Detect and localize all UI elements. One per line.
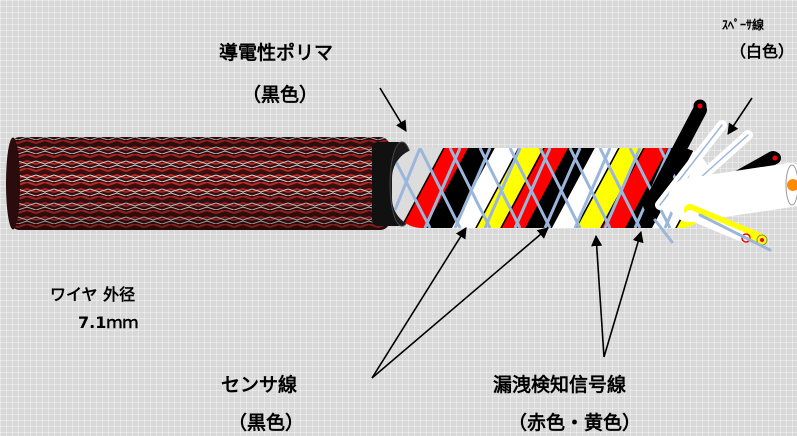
label-conductive-polymer-color: （黒色） <box>242 84 319 106</box>
white-core <box>668 163 797 222</box>
helix-band-black-1 <box>423 148 497 228</box>
arrow-sensor-wire-2 <box>371 227 549 379</box>
arrow-sensor-wire-1 <box>371 227 467 379</box>
label-spacer-wire: ｽﾍﾟｰｻ線 <box>722 18 765 32</box>
label-wire-outer-diameter: ワイヤ 外径 <box>50 285 136 304</box>
arrow-spacer-wire <box>727 97 753 135</box>
label-spacer-wire-color: （白色） <box>730 42 795 61</box>
label-wire-outer-diameter-value: 7.1ｍｍ <box>78 313 139 332</box>
spacer-wire-end-2 <box>698 213 772 252</box>
arrow-conductive-polymer <box>379 87 407 132</box>
helix-band-yellow-2 <box>573 148 647 228</box>
arrow-leak-wire-1 <box>591 234 605 358</box>
label-leak-signal-wire: 漏洩検知信号線 <box>493 374 627 396</box>
sheath-end-cap <box>6 137 20 230</box>
arrow-leak-wire-2 <box>603 230 644 358</box>
helix-band-red-2 <box>498 148 572 228</box>
pointer-lines <box>371 87 753 379</box>
label-sensor-wire: センサ線 <box>221 374 298 396</box>
label-leak-signal-wire-color: （赤色・黄色） <box>508 412 642 434</box>
wire-fan-out <box>643 99 797 252</box>
braid-shading <box>10 137 390 230</box>
spacer-wire-end-1 <box>653 218 674 244</box>
label-conductive-polymer: 導電性ポリマ <box>219 42 334 64</box>
label-sensor-wire-color: （黒色） <box>228 412 305 434</box>
black-wire-end <box>643 103 707 212</box>
